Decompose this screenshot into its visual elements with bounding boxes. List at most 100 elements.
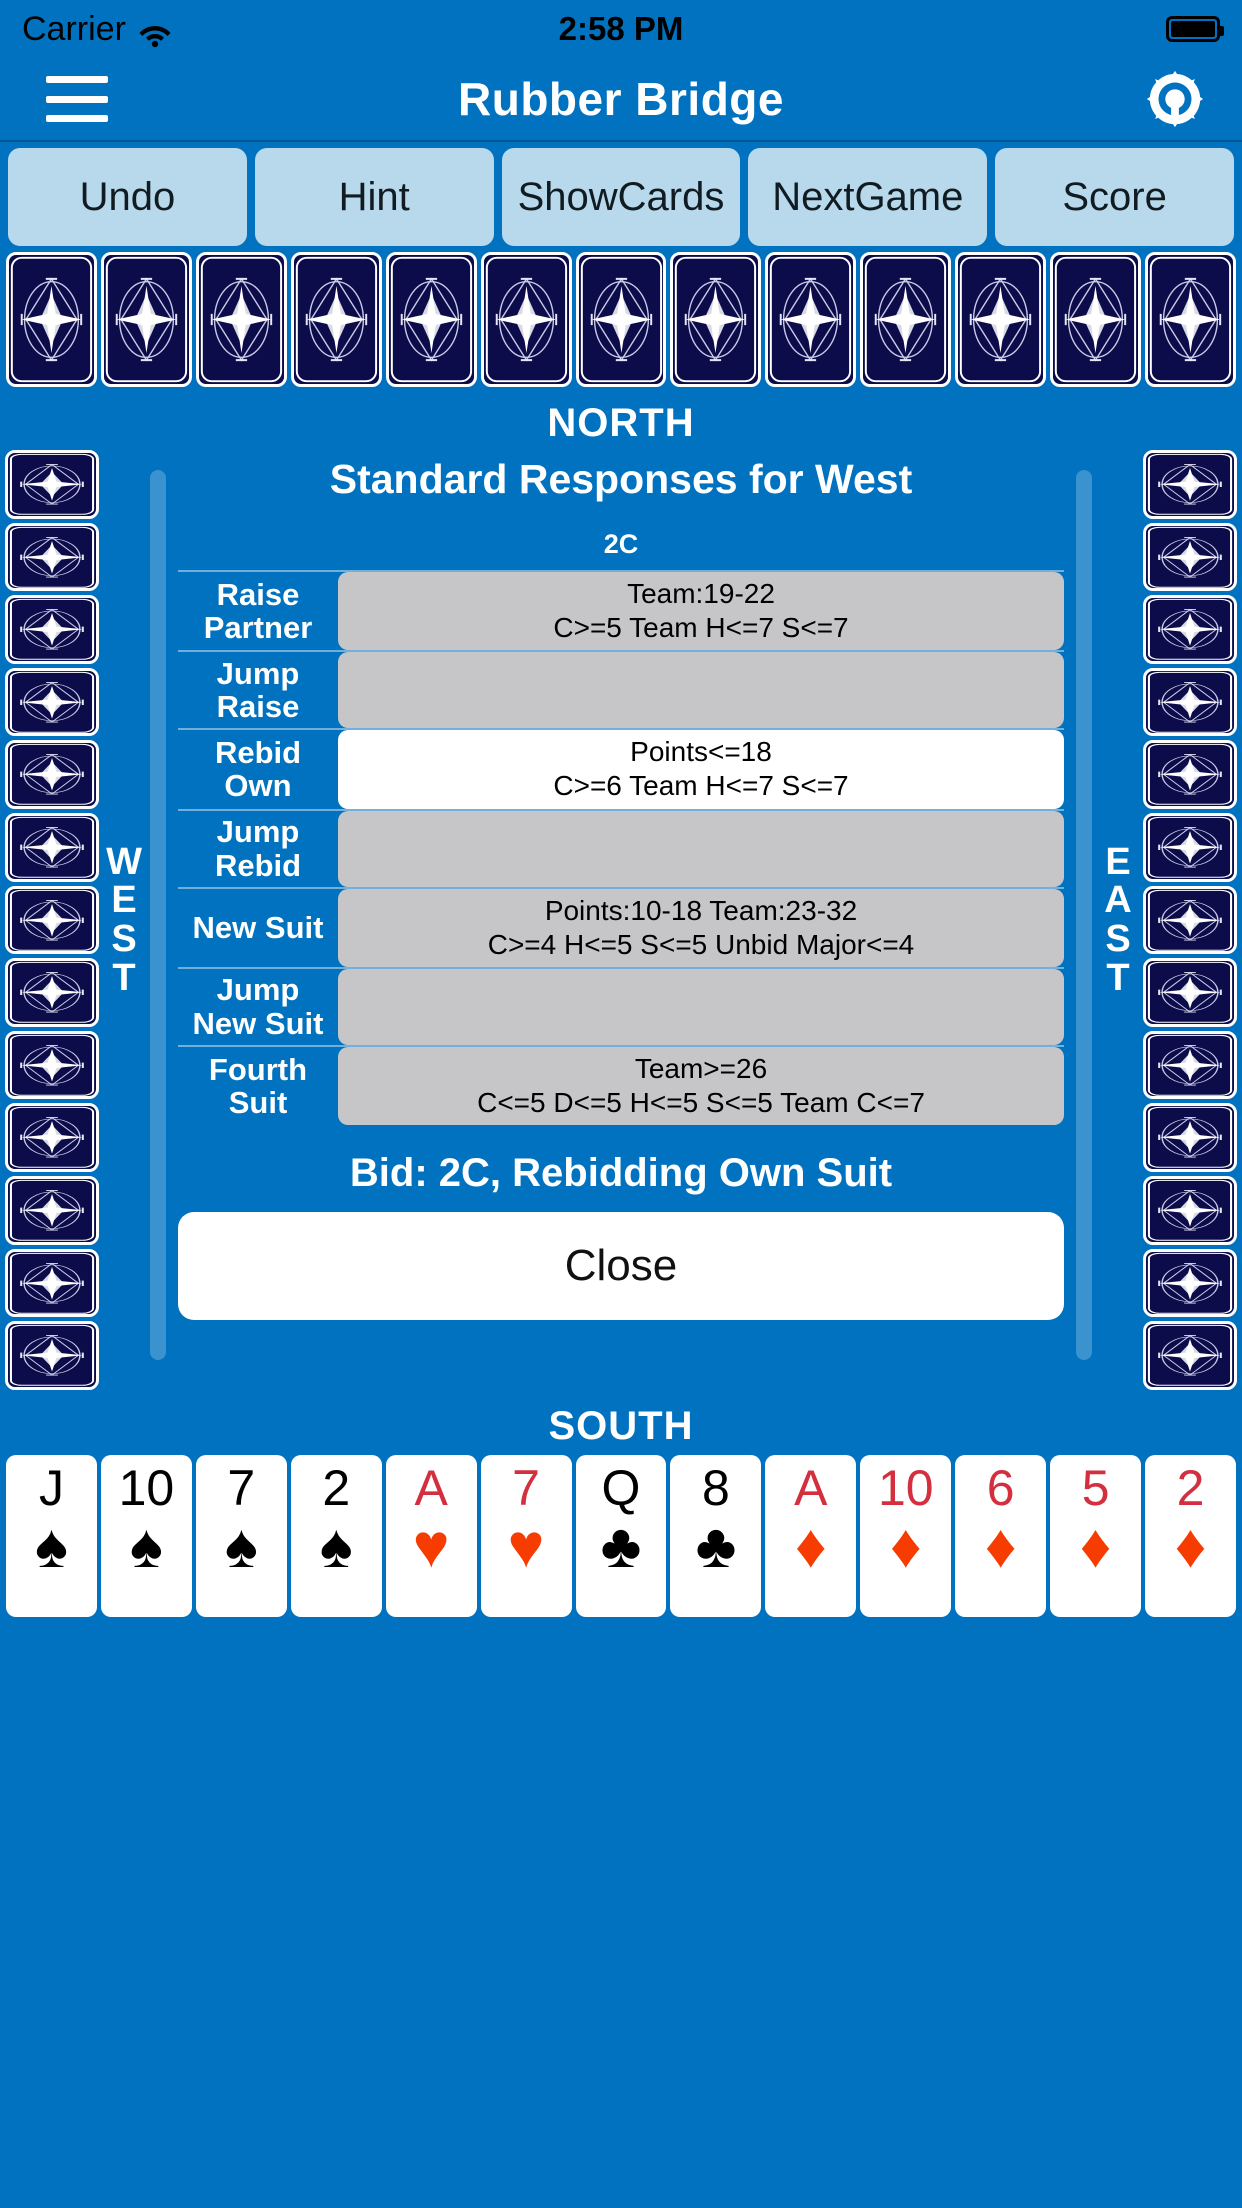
card-back[interactable] — [1143, 958, 1237, 1027]
undo-button[interactable]: Undo — [8, 148, 247, 246]
card-back[interactable] — [5, 1030, 99, 1100]
card-rank: 10 — [877, 1460, 934, 1516]
card-rank: 2 — [322, 1460, 351, 1516]
card-back[interactable] — [5, 450, 99, 519]
playing-card[interactable]: 5♦ — [1050, 1455, 1142, 1617]
playing-card[interactable]: A♥ — [385, 1455, 477, 1617]
playing-card[interactable]: 6♦ — [955, 1455, 1047, 1617]
card-back[interactable] — [1143, 522, 1237, 592]
north-label: NORTH — [547, 401, 695, 445]
card-back[interactable] — [480, 252, 572, 387]
card-back[interactable] — [5, 813, 99, 882]
card-back[interactable] — [1143, 1321, 1237, 1390]
card-rank: A — [414, 1460, 448, 1516]
card-back[interactable] — [195, 252, 287, 387]
card-back[interactable] — [5, 1248, 99, 1318]
card-suit-icon: ♠ — [319, 1512, 353, 1581]
card-back[interactable] — [290, 252, 382, 387]
hint-button[interactable]: Hint — [254, 148, 494, 246]
card-rank: 8 — [702, 1460, 730, 1516]
card-back[interactable] — [5, 1176, 99, 1245]
card-back[interactable] — [955, 252, 1047, 387]
playing-card[interactable]: 2♦ — [1145, 1455, 1236, 1617]
card-back[interactable] — [1143, 885, 1237, 955]
card-suit-icon: ♠ — [129, 1512, 163, 1581]
card-back[interactable] — [5, 1103, 99, 1173]
battery-full-icon — [1166, 16, 1224, 42]
playing-card[interactable]: J♠ — [6, 1455, 97, 1617]
playing-card[interactable]: 10♠ — [100, 1455, 192, 1617]
card-back[interactable] — [860, 252, 952, 387]
card-back[interactable] — [1145, 252, 1236, 387]
playing-card[interactable]: 10♦ — [860, 1455, 952, 1617]
playing-card[interactable]: 7♠ — [195, 1455, 287, 1617]
response-row-value[interactable] — [338, 968, 1064, 1045]
card-suit-icon: ♦ — [984, 1512, 1017, 1581]
dialog-scrollbar-left[interactable] — [150, 470, 166, 1360]
card-back[interactable] — [1143, 1103, 1237, 1173]
card-suit-icon: ♣ — [600, 1512, 642, 1581]
gear-icon[interactable] — [1144, 68, 1206, 130]
card-back[interactable] — [765, 252, 857, 387]
response-row-value-wrap — [338, 650, 1064, 730]
dialog-scrollbar-right[interactable] — [1076, 470, 1092, 1360]
card-back[interactable] — [1143, 667, 1237, 737]
card-back[interactable] — [1143, 1030, 1237, 1100]
card-back[interactable] — [575, 252, 667, 387]
card-back[interactable] — [1143, 450, 1237, 519]
playing-card[interactable]: 8♣ — [670, 1455, 762, 1617]
response-row-label: New Suit — [178, 886, 338, 968]
status-bar-right — [1166, 16, 1224, 42]
card-back[interactable] — [1143, 1176, 1237, 1245]
response-row-value-wrap — [338, 808, 1064, 888]
card-back[interactable] — [6, 252, 97, 387]
card-rank: Q — [601, 1460, 641, 1516]
card-back[interactable] — [5, 740, 99, 810]
card-back[interactable] — [385, 252, 477, 387]
card-suit-icon: ♦ — [889, 1512, 922, 1581]
playing-card[interactable]: Q♣ — [575, 1455, 667, 1617]
south-hand: J♠10♠7♠2♠A♥7♥Q♣8♣A♦10♦6♦5♦2♦ — [0, 1455, 1242, 1623]
playing-card[interactable]: 2♠ — [290, 1455, 382, 1617]
playing-card[interactable]: 7♥ — [480, 1455, 572, 1617]
card-rank: A — [794, 1460, 828, 1516]
score-button[interactable]: Score — [995, 148, 1234, 246]
response-row-value[interactable] — [338, 810, 1064, 887]
card-back[interactable] — [1143, 813, 1237, 882]
carrier-label: Carrier — [22, 9, 126, 48]
card-back[interactable] — [5, 885, 99, 955]
card-suit-icon: ♥ — [412, 1512, 450, 1581]
card-back[interactable] — [1050, 252, 1142, 387]
card-back[interactable] — [5, 595, 99, 664]
card-suit-icon: ♦ — [795, 1512, 827, 1581]
response-row-value[interactable] — [338, 652, 1064, 729]
card-back[interactable] — [5, 958, 99, 1027]
card-back[interactable] — [1143, 1248, 1237, 1318]
card-back[interactable] — [5, 522, 99, 592]
close-button[interactable]: Close — [178, 1212, 1064, 1321]
hamburger-menu-icon[interactable] — [46, 76, 108, 122]
card-suit-icon: ♦ — [1079, 1512, 1112, 1581]
card-back[interactable] — [5, 667, 99, 737]
playing-card[interactable]: A♦ — [765, 1455, 857, 1617]
card-back[interactable] — [670, 252, 762, 387]
card-back[interactable] — [1143, 740, 1237, 810]
card-back[interactable] — [5, 1321, 99, 1390]
card-back[interactable] — [1143, 595, 1237, 664]
card-back[interactable] — [100, 252, 192, 387]
north-hand — [0, 252, 1242, 387]
